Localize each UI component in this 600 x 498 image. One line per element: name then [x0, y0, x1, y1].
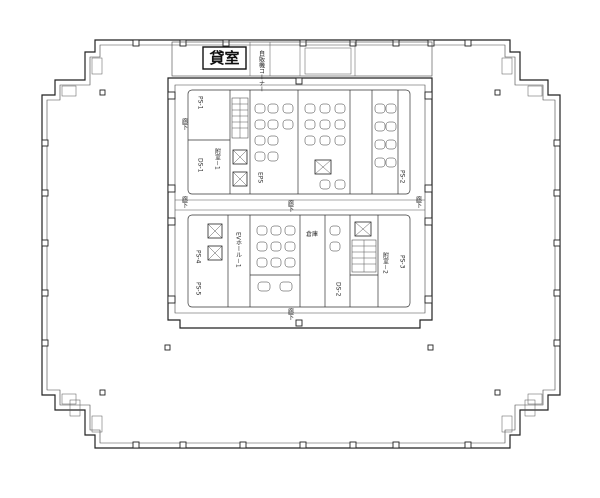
perimeter-columns	[41, 39, 561, 449]
label-corridor-bottom-left: 廊下	[181, 117, 188, 131]
building-core	[167, 77, 433, 329]
label-corridor-bottom: 廊下	[287, 307, 294, 321]
label-ds-2: DS-2	[335, 282, 342, 297]
interior-columns	[99, 89, 501, 396]
rental-room-text: 貸室	[209, 49, 239, 67]
label-ds-1: DS-1	[197, 158, 204, 173]
label-eps: EPS	[257, 172, 264, 183]
stair-upper	[231, 97, 249, 139]
label-ps-5: PS-5	[195, 282, 202, 296]
top-annex	[171, 41, 433, 77]
label-corridor-mid: 廊下	[287, 199, 294, 213]
label-elevator-hall: EVホール－1	[235, 232, 242, 268]
label-top-room: 自販機コーナー	[258, 49, 265, 92]
label-ps-1: PS-1	[197, 96, 204, 110]
label-ps-3: PS-3	[399, 255, 406, 269]
label-corridor-right: 廊下	[415, 195, 422, 209]
toilet-fixtures	[254, 103, 397, 292]
rental-room-label: 貸室	[202, 46, 247, 70]
label-service-room-2: 附室－2	[382, 251, 389, 274]
elevator-shafts	[207, 149, 372, 261]
label-warehouse: 倉庫	[306, 230, 318, 238]
outer-wall	[41, 39, 561, 449]
label-service-room-1: 附室－1	[214, 147, 221, 170]
label-ps-2: PS-2	[399, 170, 406, 184]
stair-lower	[351, 239, 377, 273]
label-ps-4: PS-4	[195, 250, 202, 264]
core-labels: 附室－1 附室－2 EVホール－1 倉庫 廊下 廊下 廊下 廊下 廊下 PS-1…	[181, 49, 422, 321]
label-corridor-left: 廊下	[181, 195, 188, 209]
